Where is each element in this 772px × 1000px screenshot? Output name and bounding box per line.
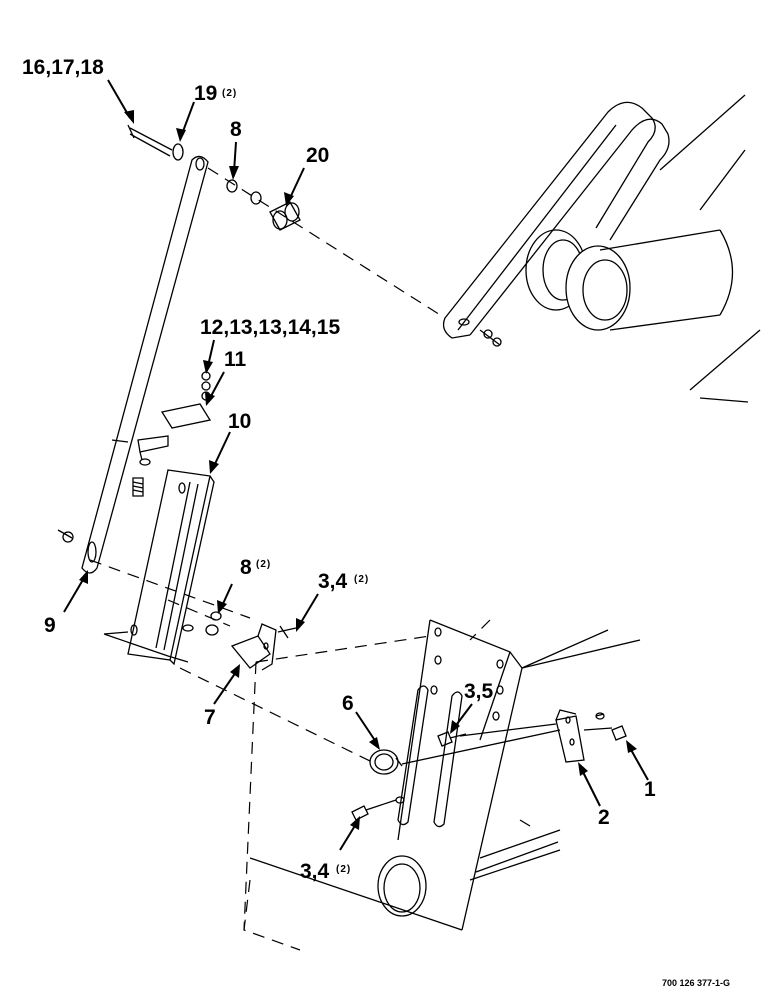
callout-1: 1 (644, 778, 656, 801)
callout-16-17-18: 16,17,18 (22, 56, 104, 79)
frame-panel (243, 619, 641, 951)
drawing-reference-number: 700 126 377-1-G (662, 978, 730, 988)
right-bracket (459, 709, 627, 763)
callout-8-mid: 8 (240, 556, 252, 579)
callout-arrows (63, 79, 649, 851)
callout-10: 10 (228, 410, 251, 433)
knob (369, 729, 561, 775)
callout-2: 2 (598, 806, 610, 829)
callout-3-5: 3,5 (464, 680, 494, 703)
callout-20: 20 (306, 144, 329, 167)
callout-3-4-bot: 3,4 (300, 860, 330, 883)
callout-6: 6 (342, 692, 354, 715)
callout-3-4-bot-qty: (2) (336, 864, 351, 875)
callout-8-mid-qty: (2) (256, 559, 271, 570)
bottom-bolt (351, 796, 405, 821)
callout-19: 19 (194, 82, 217, 105)
callout-3-4-mid-qty: (2) (354, 574, 369, 585)
assembly-line-top (207, 167, 446, 319)
callout-11: 11 (224, 348, 247, 371)
clip-hardware (205, 611, 297, 671)
assembly-line-mid (89, 559, 251, 619)
callout-19-qty: (2) (222, 88, 237, 99)
lift-arm-assembly (442, 94, 761, 403)
plate-hardware (132, 371, 212, 497)
callout-9: 9 (44, 614, 56, 637)
assembly-line-panel (179, 667, 373, 763)
assembly-line-clip (167, 599, 231, 627)
top-hardware (127, 124, 301, 231)
link-bar (81, 155, 209, 574)
callout-12-15: 12,13,13,14,15 (200, 316, 340, 339)
callout-8-top: 8 (230, 118, 242, 141)
callout-7: 7 (204, 706, 216, 729)
channel-bracket (103, 469, 215, 666)
callout-3-4-mid: 3,4 (318, 570, 348, 593)
